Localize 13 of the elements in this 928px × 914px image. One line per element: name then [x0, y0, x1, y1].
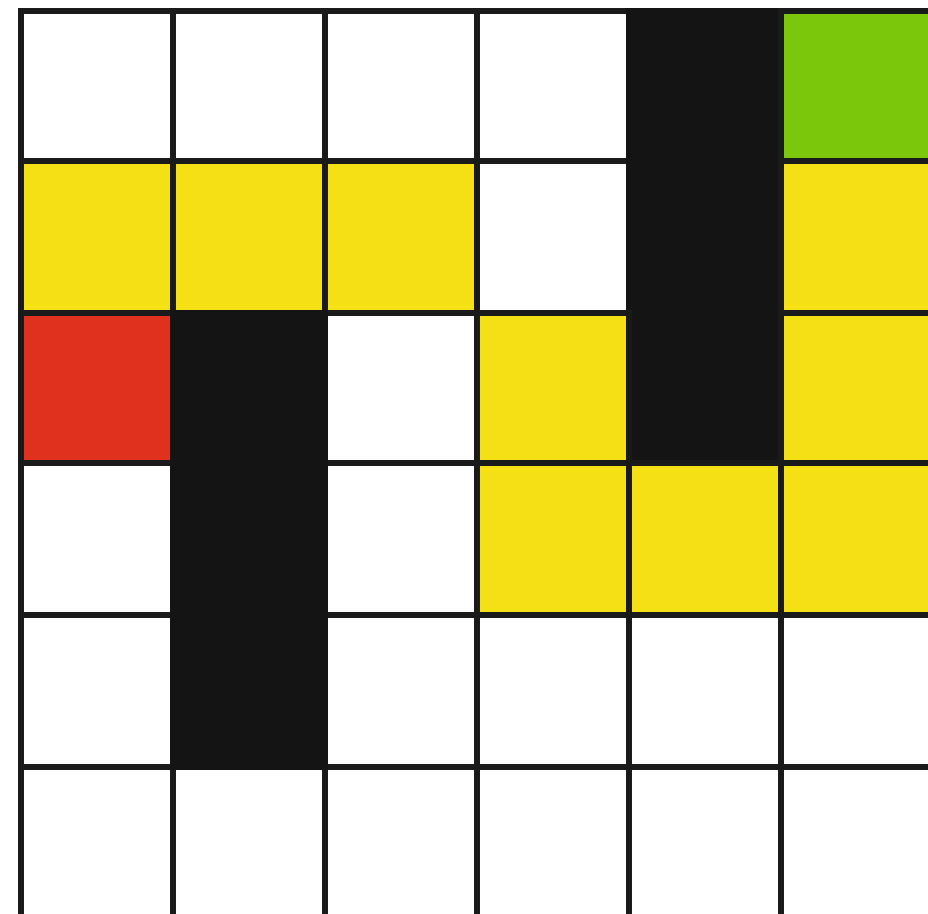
colored-cell — [626, 460, 784, 618]
colored-cell — [170, 158, 328, 316]
colored-cell — [474, 460, 632, 618]
colored-cell — [18, 310, 176, 466]
colored-cell — [322, 158, 480, 316]
colored-cell — [778, 158, 928, 316]
filled-column — [170, 310, 328, 770]
colored-cell — [778, 8, 928, 164]
filled-column — [626, 8, 784, 466]
colored-cell — [474, 310, 632, 466]
colored-cell — [18, 158, 176, 316]
colored-cell — [778, 460, 928, 618]
colored-cell — [778, 310, 928, 466]
